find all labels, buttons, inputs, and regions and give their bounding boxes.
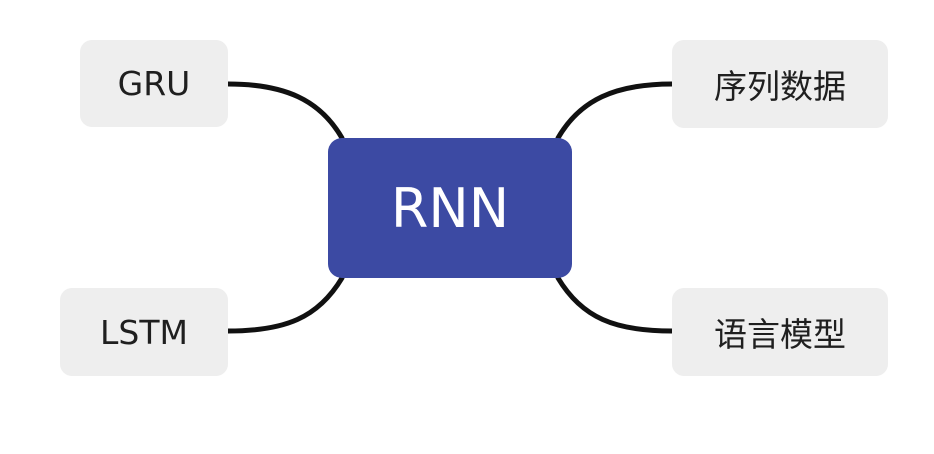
center-label: RNN — [390, 176, 510, 240]
branch-node-language-model: 语言模型 — [672, 288, 888, 376]
connector-rnn-language-model — [555, 275, 675, 334]
connector-rnn-lstm — [225, 275, 345, 334]
branch-node-sequence-data: 序列数据 — [672, 40, 888, 128]
center-node-rnn: RNN — [328, 138, 572, 278]
branch-label-sequence-data: 序列数据 — [714, 67, 846, 106]
branch-label-language-model: 语言模型 — [714, 315, 846, 354]
branch-label-lstm: LSTM — [100, 312, 188, 352]
branch-node-lstm: LSTM — [60, 288, 228, 376]
connector-rnn-gru — [225, 81, 345, 141]
connector-rnn-sequence-data — [555, 81, 675, 141]
branch-label-gru: GRU — [117, 64, 191, 103]
branch-node-gru: GRU — [80, 40, 228, 127]
